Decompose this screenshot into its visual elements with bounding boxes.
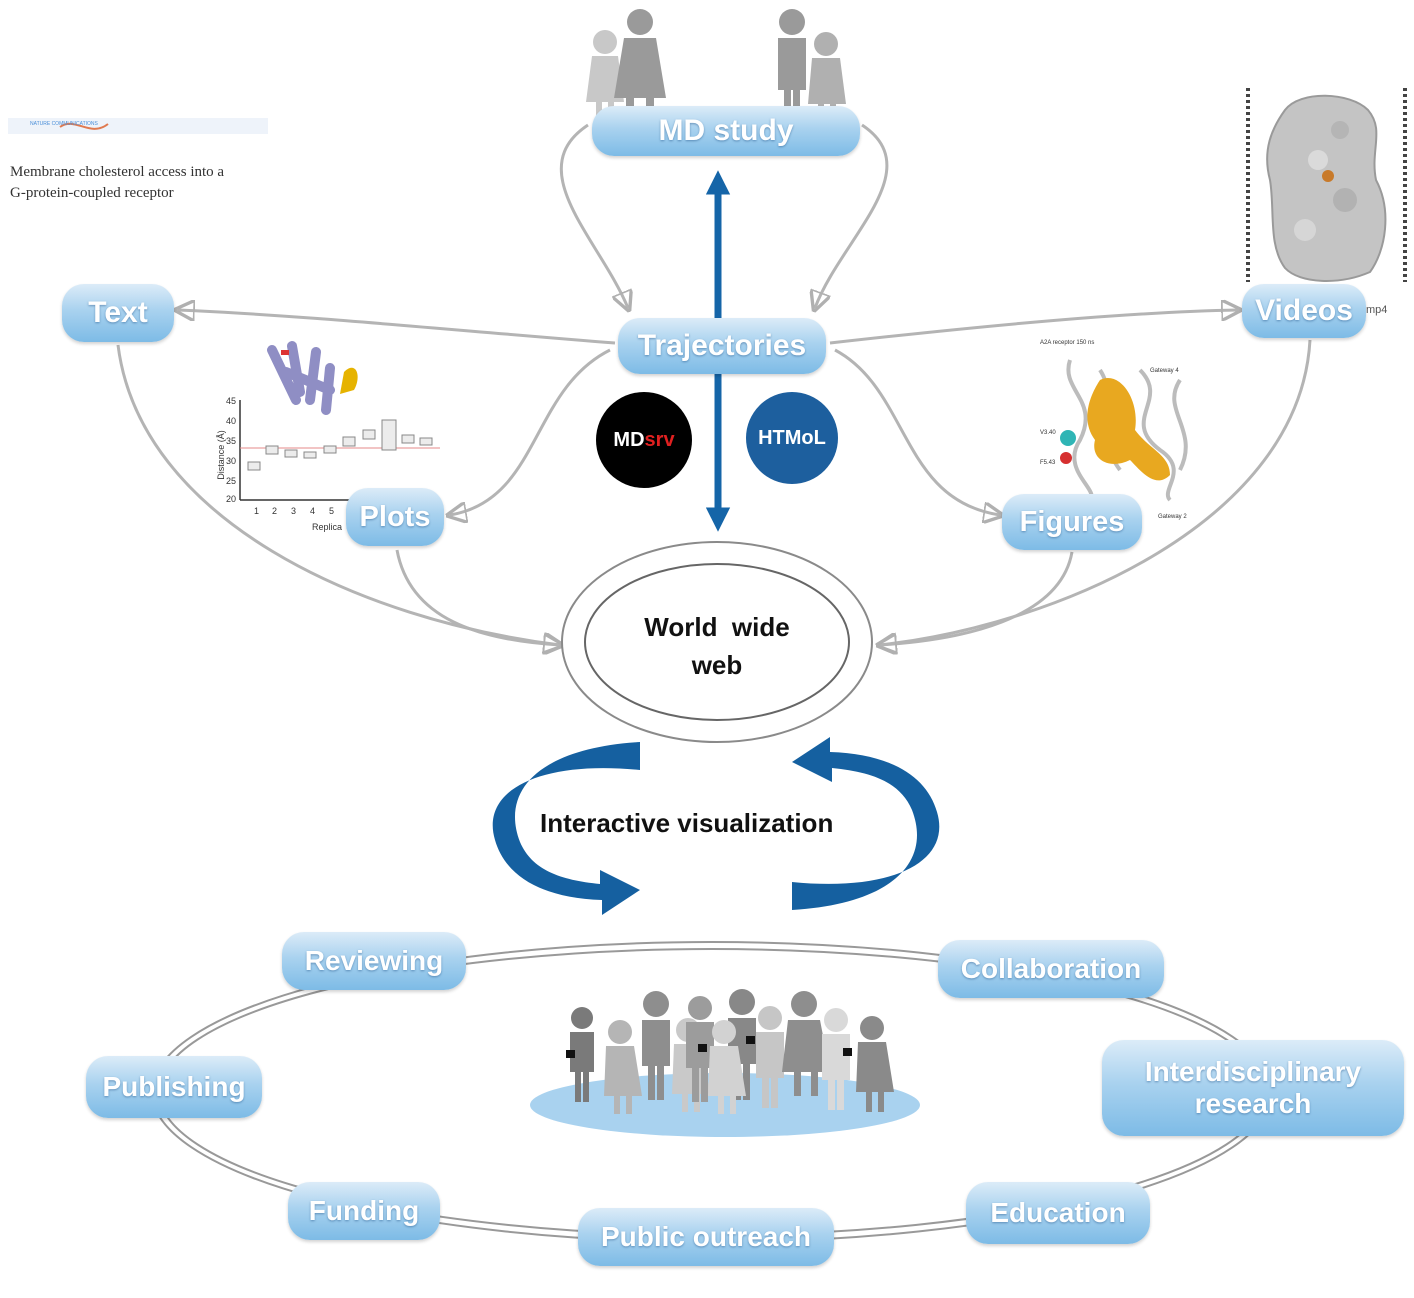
figure-title: A2A receptor 150 ns [1040, 340, 1095, 346]
figure-label-v340: V3.40 [1040, 430, 1056, 436]
plot-x-tick-2: 2 [272, 506, 278, 516]
publishing-pill: Publishing [86, 1056, 262, 1118]
plot-y-tick-2: 40 [226, 416, 237, 426]
interdisciplinary-line2: research [1194, 1088, 1312, 1119]
journal-swoosh [59, 122, 109, 130]
plot-y-tick-3: 35 [226, 436, 237, 446]
receptor-figure-image [1060, 359, 1188, 502]
videos-to-www [880, 339, 1312, 645]
plot-y-tick-5: 25 [226, 476, 237, 486]
plot-x-tick-4: 4 [310, 506, 316, 516]
plots-pill: Plots [346, 488, 444, 546]
www-line1: World wide [644, 612, 790, 642]
text-pill: Text [62, 284, 174, 342]
paper-title: Membrane cholesterol access into a G-pro… [10, 164, 225, 201]
video-filename-suffix: mp4 [1366, 304, 1388, 316]
traj-to-videos [829, 310, 1238, 345]
figure-label-gateway2: Gateway 2 [1158, 514, 1187, 520]
interdisciplinary-pill: Interdisciplinary research [1102, 1040, 1404, 1136]
figure-label-gateway4: Gateway 4 [1150, 368, 1179, 374]
plot-y-tick-4: 30 [226, 456, 237, 466]
figures-to-www [880, 551, 1074, 645]
cycle-arrow-right [792, 737, 940, 910]
www-line2: web [691, 650, 743, 680]
cycle-arrow-left [492, 742, 640, 915]
paper-journal: NATURE COMMUNICATIONS [30, 121, 98, 127]
traj-to-figures [834, 348, 1000, 515]
interdisciplinary-line1: Interdisciplinary [1144, 1056, 1362, 1087]
figure-label-f543: F5.43 [1040, 460, 1056, 466]
study-to-trajectories-left [559, 123, 628, 308]
education-pill: Education [966, 1182, 1150, 1244]
videos-pill: Videos [1242, 284, 1366, 338]
mdsrv-srv-text: srv [644, 428, 675, 451]
plot-x-tick-3: 3 [291, 506, 297, 516]
www-ring-inner [584, 563, 850, 721]
plot-y-label: Distance (Å) [215, 430, 226, 480]
crowd-icon [566, 989, 894, 1114]
htmol-logo: HTMoL [746, 392, 838, 484]
protein-surface-image [1246, 88, 1407, 282]
people-icon-left [586, 9, 666, 124]
funding-pill: Funding [288, 1182, 440, 1240]
www-label: World wide web [597, 608, 837, 684]
traj-to-text [178, 310, 616, 345]
mdsrv-md-text: MD [613, 428, 645, 451]
plot-x-tick-5: 5 [329, 506, 335, 516]
interactive-visualization-label: Interactive visualization [540, 808, 834, 838]
plot-x-label: Replica [312, 522, 343, 532]
paper-header-bar [8, 118, 268, 134]
molecule-image [267, 341, 358, 415]
trajectories-pill: Trajectories [618, 318, 826, 374]
plots-to-www [395, 549, 560, 645]
plot-y-tick-6: 20 [226, 494, 237, 504]
study-to-trajectories-right [815, 123, 889, 308]
collaboration-pill: Collaboration [938, 940, 1164, 998]
reviewing-pill: Reviewing [282, 932, 466, 990]
box-plot-chart [239, 400, 440, 501]
traj-to-plots [450, 348, 611, 515]
md-study-pill: MD study [592, 106, 860, 156]
plot-x-tick-1: 1 [254, 506, 260, 516]
people-icon-right [778, 9, 846, 126]
figures-pill: Figures [1002, 494, 1142, 550]
public-outreach-pill: Public outreach [578, 1208, 834, 1266]
plot-y-tick-1: 45 [226, 396, 237, 406]
